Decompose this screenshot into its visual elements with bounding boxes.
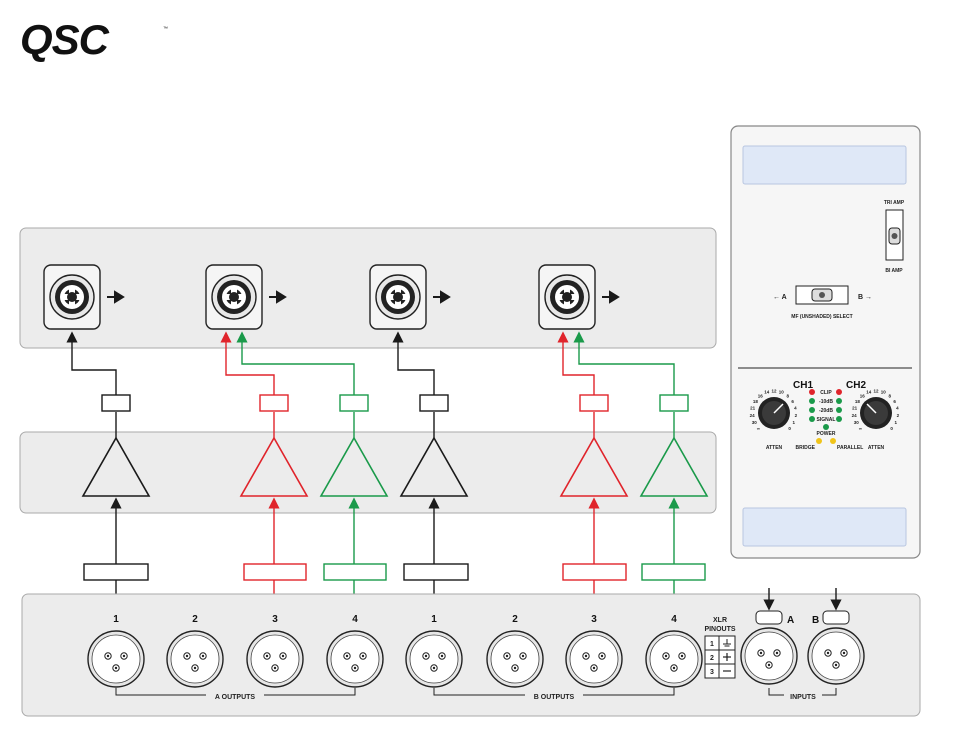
power-label: POWER <box>817 431 836 437</box>
b-outputs-label: B OUTPUTS <box>534 694 575 701</box>
b-output-1-number: 1 <box>431 614 437 625</box>
xlr-b-output-4[interactable] <box>646 631 702 687</box>
ch1-atten-label: ATTEN <box>766 445 783 451</box>
parallel-led <box>830 438 836 444</box>
speakon-connector-1[interactable] <box>44 265 100 329</box>
a-output-3-number: 3 <box>272 614 278 625</box>
dial-tick-label: 14 <box>764 390 770 395</box>
dial-tick-label: 24 <box>852 413 858 418</box>
qsc-logo: QSC ™ <box>20 16 168 64</box>
trademark: ™ <box>163 26 168 32</box>
parallel-label: PARALLEL <box>837 445 863 451</box>
xlr-a-output-4[interactable] <box>327 631 383 687</box>
a-output-1-number: 1 <box>113 614 119 625</box>
input-a-label: A <box>787 615 794 626</box>
lcd-display-bottom <box>743 508 906 546</box>
dial-tick-label: 12 <box>771 389 777 394</box>
ch2-label: CH2 <box>846 380 866 391</box>
input-tags <box>84 564 705 580</box>
dial-tick-label: ∞ <box>859 426 862 431</box>
dial-tick-label: 30 <box>752 420 758 425</box>
power-led <box>823 424 829 430</box>
minus10-label: -10dB <box>819 399 833 405</box>
ch2-attenuator-knob[interactable] <box>860 397 892 429</box>
ch2-clip-led <box>836 389 842 395</box>
dial-tick-label: 18 <box>753 399 759 404</box>
xlr-b-output-1[interactable] <box>406 631 462 687</box>
inputs-label: INPUTS <box>790 694 816 701</box>
xlr-a-output-3[interactable] <box>247 631 303 687</box>
xlr-b-output-2[interactable] <box>487 631 543 687</box>
speakon-connector-4[interactable] <box>539 265 595 329</box>
output-tags <box>102 395 688 411</box>
arrow-b-label: B → <box>858 294 872 301</box>
lcd-display-top <box>743 146 906 184</box>
logo-text: QSC <box>20 16 110 64</box>
ch1-label: CH1 <box>793 380 813 391</box>
bridge-label: BRIDGE <box>796 445 816 451</box>
xlr-b-output-3[interactable] <box>566 631 622 687</box>
dial-tick-label: 24 <box>750 413 756 418</box>
dial-tick-label: 21 <box>750 406 756 411</box>
mf-select-switch[interactable] <box>796 286 848 304</box>
rear-io-panel: 1 2 3 4 1 2 3 4 A OUTPUTS B OUTPUTS XLR … <box>22 588 920 716</box>
ch2-atten-label: ATTEN <box>868 445 885 451</box>
bridge-led <box>816 438 822 444</box>
mf-select-label: MF (UNSHADED) SELECT <box>791 314 852 320</box>
tri-amp-label: TRI AMP <box>884 200 905 206</box>
b-output-3-number: 3 <box>591 614 597 625</box>
a-output-2-number: 2 <box>192 614 198 625</box>
arrow-a-label: ← A <box>773 294 787 301</box>
ch1-clip-led <box>809 389 815 395</box>
dial-tick-label: 16 <box>758 393 764 398</box>
xlr-a-output-1[interactable] <box>88 631 144 687</box>
dial-tick-label: 16 <box>860 393 866 398</box>
speakon-output-panel <box>20 228 716 348</box>
dial-tick-label: 14 <box>866 390 872 395</box>
pinout-row-2: 2 <box>710 655 714 662</box>
ch1-attenuator-knob[interactable] <box>758 397 790 429</box>
dial-tick-label: 18 <box>855 399 861 404</box>
front-control-panel: TRI AMP BI AMP ← A B → MF (UNSHADED) SEL… <box>731 126 920 558</box>
xlr-pinout-table: 1 2 3 <box>705 636 735 678</box>
dial-tick-label: 10 <box>779 390 785 395</box>
dial-tick-label: 10 <box>881 390 887 395</box>
clip-label: CLIP <box>820 390 832 396</box>
pinout-row-3: 3 <box>710 669 714 676</box>
signal-label: SIGNAL <box>817 417 836 423</box>
a-outputs-label: A OUTPUTS <box>215 694 256 701</box>
xlr-pinouts-title-1: XLR <box>713 617 727 624</box>
input-b-label: B <box>812 615 819 626</box>
tri-bi-amp-switch[interactable] <box>886 210 903 260</box>
dial-tick-label: 12 <box>873 389 879 394</box>
speakon-connector-2[interactable] <box>206 265 262 329</box>
minus20-label: -20dB <box>819 408 833 414</box>
dial-tick-label: 21 <box>852 406 858 411</box>
bi-amp-label: BI AMP <box>885 268 903 274</box>
dial-tick-label: ∞ <box>757 426 760 431</box>
xlr-pinouts-title-2: PINOUTS <box>704 626 735 633</box>
pinout-row-1: 1 <box>710 641 714 648</box>
b-output-4-number: 4 <box>671 614 677 625</box>
xlr-a-output-2[interactable] <box>167 631 223 687</box>
speakon-connector-3[interactable] <box>370 265 426 329</box>
a-output-4-number: 4 <box>352 614 358 625</box>
b-output-2-number: 2 <box>512 614 518 625</box>
dial-tick-label: 30 <box>854 420 860 425</box>
